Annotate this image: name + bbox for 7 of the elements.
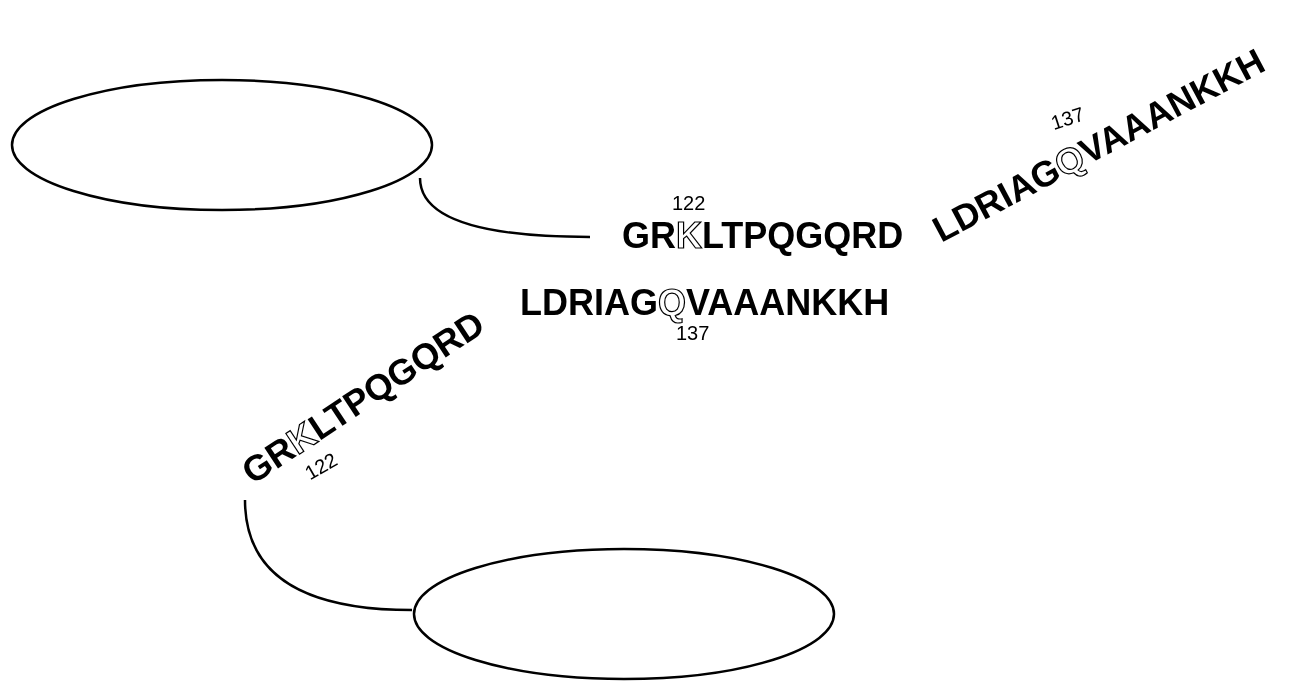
sequence-text: LDRIAGQVAAANKKH (520, 283, 890, 323)
residue-number: 122 (672, 192, 706, 214)
oval-shape (412, 547, 836, 681)
sequence-text: GRKLTPQGQRD (622, 216, 904, 256)
connector-line (418, 177, 591, 239)
oval-shape (10, 78, 434, 212)
connector-line (243, 499, 413, 612)
